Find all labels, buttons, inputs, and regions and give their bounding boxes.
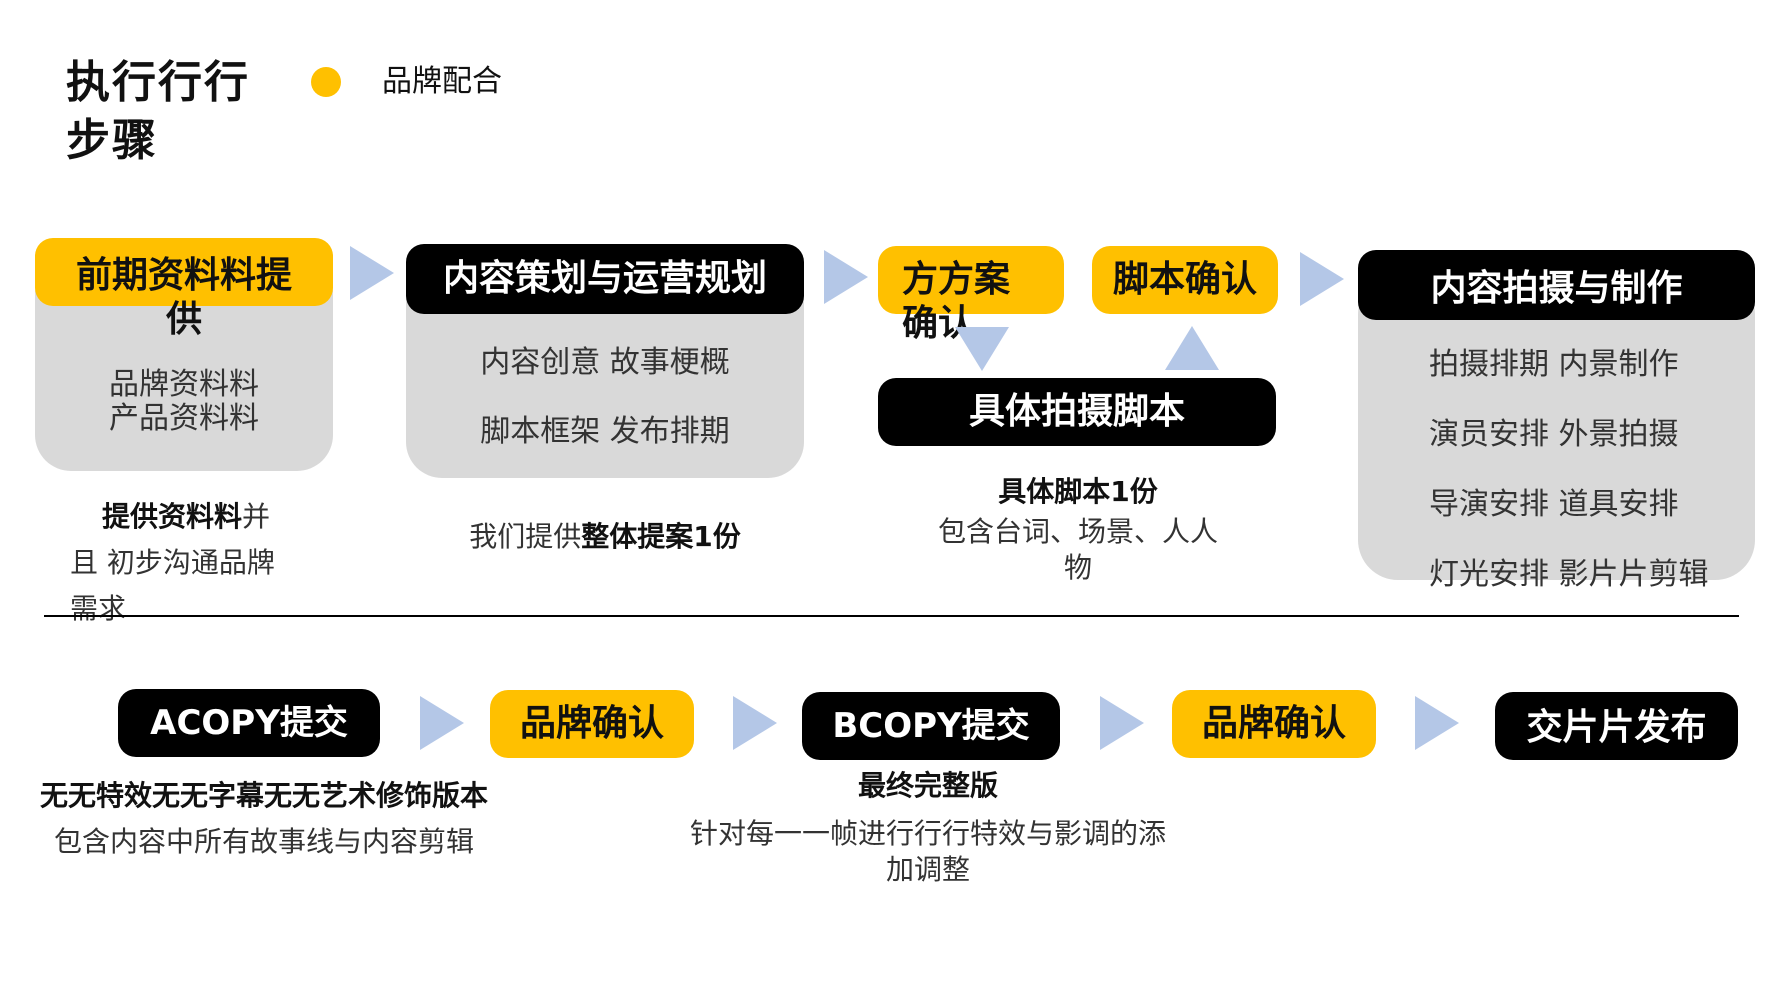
step2-note-bold: 整体提案1份	[581, 520, 741, 553]
step2-note-plain: 我们提供	[469, 520, 582, 553]
step3-note-line: 包含台词、场景、人人	[937, 515, 1218, 548]
arrow-down-icon	[955, 327, 1009, 371]
step4-items: 拍摄排期 内景制作 演员安排 外景拍摄 导演安排 道具安排 灯光安排 影片片剪辑	[1429, 330, 1729, 595]
delivery-pill: 交片片发布	[1495, 692, 1738, 760]
brand-confirm-label: 品牌确认	[1201, 703, 1346, 744]
arrow-right-icon	[420, 696, 464, 750]
acopy-label: ACOPY提交	[150, 703, 348, 743]
acopy-pill: ACOPY提交	[118, 689, 380, 757]
page-title: 执行行行步骤	[66, 57, 250, 166]
step1-note-bold: 提供资料料	[102, 500, 243, 533]
step3-label-b: 脚本确认	[1112, 259, 1257, 300]
bcopy-note: 最终完整版 针对每一一帧进行行行特效与影调的添加调整	[672, 768, 1184, 888]
step4-item: 演员安排 外景拍摄	[1429, 417, 1679, 452]
arrow-right-icon	[733, 696, 777, 750]
step3-confirm-plan-pill: 方方案确认	[878, 246, 1064, 344]
step4-card	[1358, 274, 1755, 580]
arrow-right-icon	[824, 250, 868, 304]
arrow-right-icon	[1100, 696, 1144, 750]
step3-note-line: 物	[1063, 551, 1092, 584]
arrow-up-icon	[1165, 326, 1219, 370]
step3-label-c: 具体拍摄脚本	[968, 391, 1185, 432]
bcopy-pill: BCOPY提交	[802, 692, 1060, 760]
arrow-right-icon	[1415, 696, 1459, 750]
brand-confirm-label: 品牌确认	[519, 703, 664, 744]
step3-confirm-script-pill: 脚本确认	[1092, 246, 1278, 314]
legend-label: 品牌配合	[382, 64, 502, 99]
step4-label: 内容拍摄与制作	[1430, 268, 1683, 309]
acopy-note: 无无特效无无字幕无无艺术修饰版本 包含内容中所有故事线与内容剪辑	[34, 778, 494, 860]
arrow-right-icon	[1300, 252, 1344, 306]
step1-note-rest: 并	[242, 500, 271, 533]
step1-note: 提供资料料并 且 初步沟通品牌 需求	[70, 494, 330, 632]
step2-item: 脚本框架 发布排期	[480, 414, 730, 449]
step4-pill: 内容拍摄与制作	[1358, 250, 1755, 320]
step1-pill: 前期资料料提供	[35, 238, 333, 340]
delivery-label: 交片片发布	[1526, 707, 1707, 748]
bcopy-label: BCOPY提交	[832, 706, 1030, 746]
step2-pill: 内容策划与运营规划	[406, 244, 804, 314]
step2-items: 内容创意 故事梗概 脚本框架 发布排期	[406, 328, 804, 466]
step4-item: 拍摄排期 内景制作	[1429, 347, 1679, 382]
step2-note: 我们提供整体提案1份	[406, 517, 804, 557]
step1-items: 品牌资料料 产品资料料	[90, 368, 278, 436]
step3-note: 具体脚本1份 包含台词、场景、人人 物	[900, 472, 1256, 584]
step1-item: 产品资料料	[109, 401, 259, 436]
brand-confirm-pill-1: 品牌确认	[490, 690, 694, 758]
bcopy-note-text: 针对每一一帧进行行行特效与影调的添加调整	[689, 817, 1166, 886]
step3-note-bold: 具体脚本1份	[998, 475, 1158, 508]
step1-note-line: 且 初步沟通品牌	[70, 546, 275, 579]
step1-label: 前期资料料提供	[75, 255, 292, 340]
step3-script-pill: 具体拍摄脚本	[878, 378, 1276, 446]
step1-note-line: 需求	[70, 592, 127, 625]
legend-dot-icon	[311, 67, 341, 97]
section-divider	[44, 615, 1739, 617]
brand-confirm-pill-2: 品牌确认	[1172, 690, 1376, 758]
bcopy-note-bold: 最终完整版	[857, 769, 998, 802]
arrow-right-icon	[350, 246, 394, 300]
acopy-note-bold: 无无特效无无字幕无无艺术修饰版本	[39, 779, 488, 812]
acopy-note-text: 包含内容中所有故事线与内容剪辑	[53, 825, 474, 858]
step4-item: 灯光安排 影片片剪辑	[1429, 557, 1709, 592]
step2-label: 内容策划与运营规划	[442, 258, 767, 299]
step1-item: 品牌资料料	[109, 367, 259, 402]
step4-item: 导演安排 道具安排	[1429, 487, 1679, 522]
step2-item: 内容创意 故事梗概	[480, 345, 730, 380]
